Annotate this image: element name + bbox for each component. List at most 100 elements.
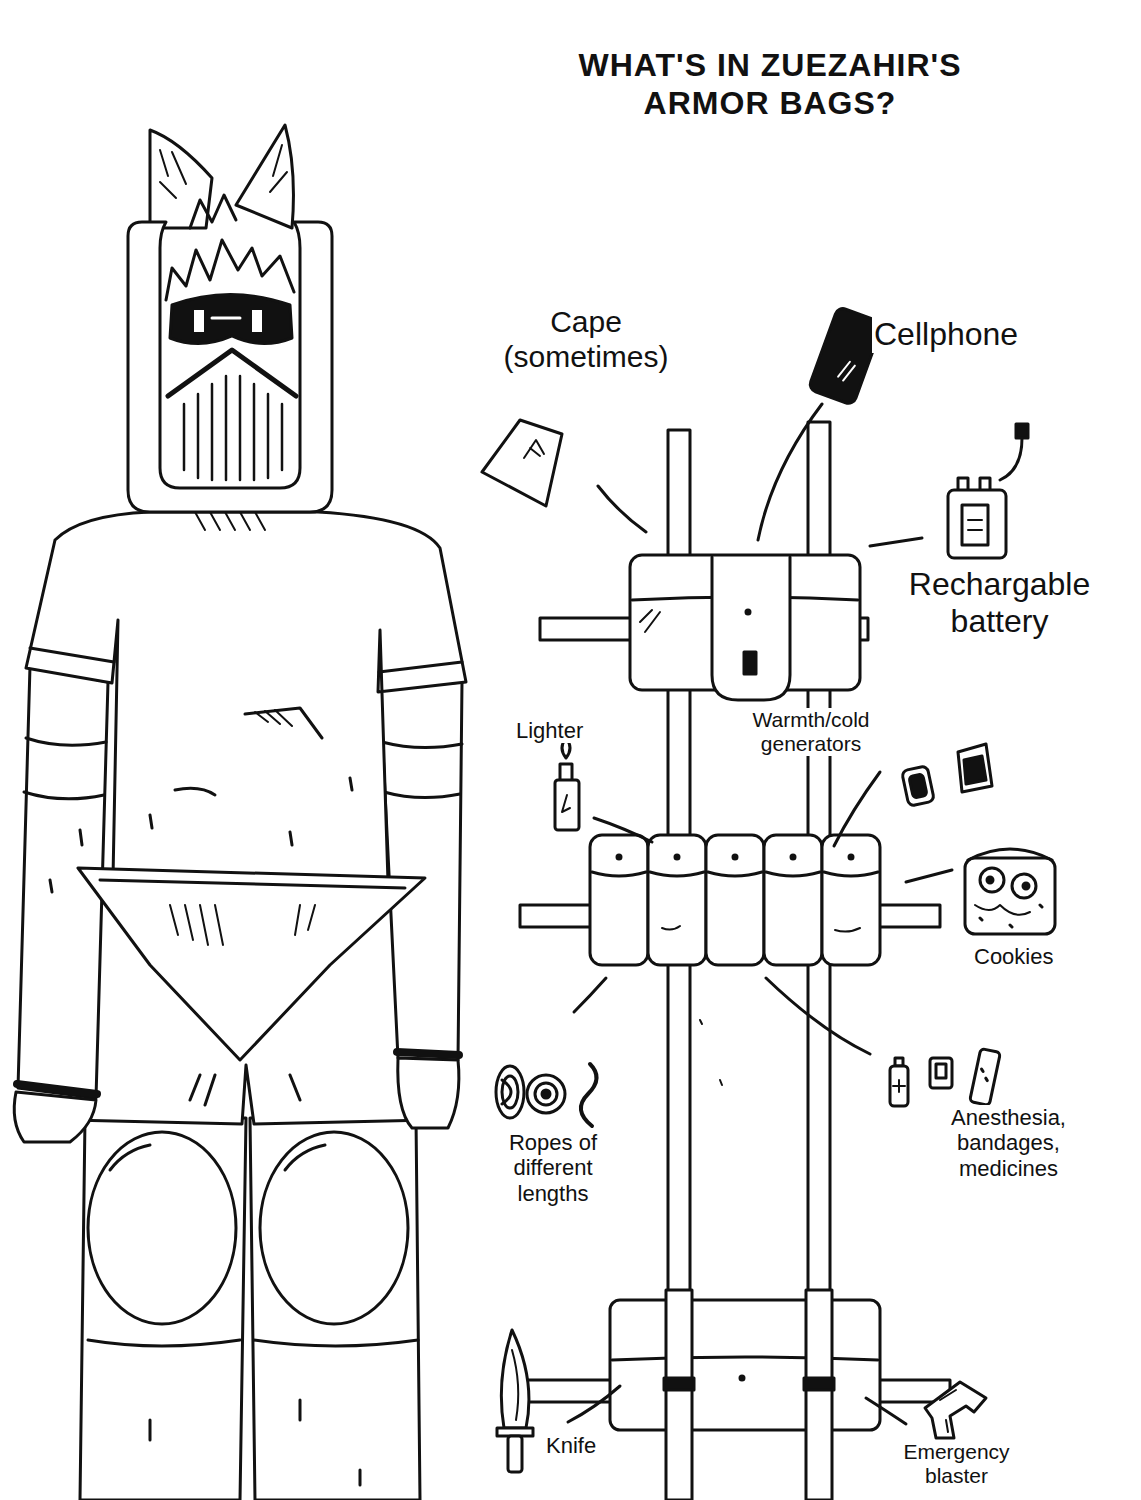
cookie-jar-icon <box>965 858 1055 934</box>
pouch <box>791 855 795 859</box>
item-label: Rechargable battery <box>872 566 1127 640</box>
rope-icon <box>542 1090 550 1098</box>
battery-icon <box>962 505 988 545</box>
leg <box>110 1145 150 1170</box>
rope-icon <box>496 1066 524 1118</box>
helmet-frame <box>195 512 265 530</box>
rope-icon <box>502 1076 518 1108</box>
medicine-icon <box>936 1064 946 1078</box>
leg <box>150 1400 360 1485</box>
cookie-jar-icon <box>965 849 1055 934</box>
arm <box>24 792 104 799</box>
helmet-frame <box>212 317 240 320</box>
blaster-icon <box>940 1390 956 1432</box>
pouch <box>590 835 880 965</box>
item-label: Anesthesia, bandages, medicines <box>926 1105 1091 1181</box>
harness <box>700 1020 722 1085</box>
leader-line <box>598 486 646 532</box>
harness <box>740 1376 744 1380</box>
shirt <box>26 512 466 882</box>
harness <box>664 1378 694 1390</box>
leg <box>80 1118 246 1500</box>
leader-line <box>766 978 870 1054</box>
generator-icon <box>909 774 927 798</box>
cookie-jar-icon <box>975 905 1030 915</box>
leg <box>88 1340 240 1346</box>
helmet-frame <box>128 222 332 512</box>
arm <box>397 1052 459 1055</box>
ear <box>270 145 287 192</box>
rope-icon <box>527 1075 565 1113</box>
cookie-jar-icon <box>968 849 1052 860</box>
battery-icon <box>948 424 1028 558</box>
blaster-icon <box>925 1382 986 1438</box>
item-label: Cookies <box>972 944 1092 969</box>
rope-icon <box>581 1064 597 1126</box>
ear <box>150 130 212 228</box>
pouch <box>706 835 764 965</box>
leader-line <box>574 978 606 1012</box>
ear <box>190 195 236 228</box>
pouch <box>648 835 706 965</box>
medicine-icon <box>890 1049 1000 1106</box>
leader-line <box>568 1386 620 1422</box>
harness <box>666 1290 692 1500</box>
page-title: WHAT'S IN ZUEZAHIR'S ARMOR BAGS? <box>520 46 1020 123</box>
battery-icon <box>948 490 1006 558</box>
lighter-icon <box>555 738 579 830</box>
item-label: Knife <box>544 1433 634 1458</box>
harness <box>610 1300 880 1430</box>
character-figure <box>14 125 466 1500</box>
shirt <box>30 648 114 662</box>
generator-icon <box>958 744 992 792</box>
item-label: Ropes of different lengths <box>484 1130 622 1206</box>
arm <box>380 682 462 1060</box>
shirt <box>245 708 322 738</box>
leader-line <box>866 1398 906 1424</box>
leader-line <box>758 404 822 540</box>
arm <box>398 1058 459 1128</box>
medicine-icon <box>930 1058 952 1088</box>
cape-icon <box>524 440 544 458</box>
generator-icon <box>964 756 986 784</box>
leg <box>80 1118 420 1500</box>
medicine-icon <box>979 1069 989 1080</box>
shirt <box>379 662 462 672</box>
helmet-frame <box>166 240 294 300</box>
harness <box>712 557 790 700</box>
arm <box>382 742 462 748</box>
item-label: Cape (sometimes) <box>465 305 707 374</box>
arm <box>17 1084 97 1094</box>
leg <box>250 1118 420 1500</box>
harness <box>612 1357 878 1360</box>
harness <box>640 610 660 632</box>
rope-icon <box>535 1083 557 1105</box>
blaster-icon <box>925 1382 986 1438</box>
harness <box>806 1290 832 1500</box>
harness <box>746 610 750 614</box>
leader-line <box>834 772 880 846</box>
medicine-icon <box>893 1080 905 1092</box>
leg <box>285 1145 325 1170</box>
leader-line <box>906 870 952 882</box>
harness <box>804 1378 834 1390</box>
leg <box>260 1132 408 1324</box>
helmet-frame <box>194 310 204 332</box>
shirt <box>26 512 466 882</box>
battery-icon <box>968 520 982 530</box>
shorts <box>190 1075 300 1105</box>
leader-line <box>870 538 922 546</box>
ear <box>150 125 293 228</box>
medicine-icon <box>890 1066 908 1106</box>
ear <box>236 125 293 228</box>
harness <box>744 652 756 674</box>
ear <box>160 150 186 198</box>
helmet-frame <box>168 350 296 396</box>
knife-icon <box>512 1350 518 1420</box>
rope-icon <box>496 1064 597 1126</box>
shirt <box>255 710 292 726</box>
arm <box>50 830 82 892</box>
tabard-flap <box>78 868 425 1060</box>
